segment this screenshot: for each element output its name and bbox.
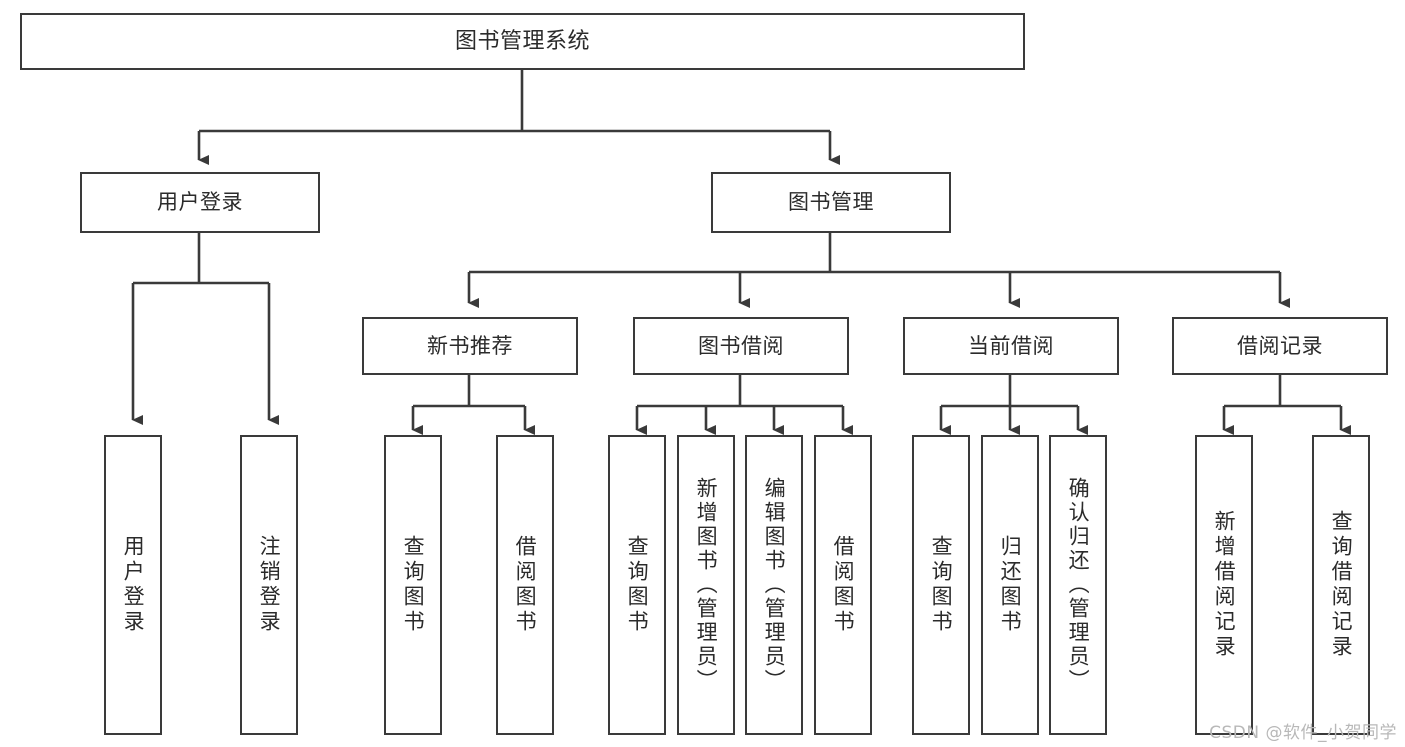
node-label: 借阅记录	[1237, 333, 1323, 358]
node-current-borrow[interactable]: 当前借阅	[903, 317, 1119, 375]
node-label: 图书借阅	[698, 333, 784, 358]
node-leaf-logout-login[interactable]: 注销登录	[240, 435, 298, 735]
node-book-management[interactable]: 图书管理	[711, 172, 951, 233]
node-new-book-recommend[interactable]: 新书推荐	[362, 317, 578, 375]
node-leaf-return-book[interactable]: 归还图书	[981, 435, 1039, 735]
node-borrow-record[interactable]: 借阅记录	[1172, 317, 1388, 375]
node-leaf-add-borrow-record[interactable]: 新增借阅记录	[1195, 435, 1253, 735]
node-label: 查询图书	[929, 535, 954, 635]
node-label: 图书管理系统	[454, 28, 590, 54]
node-label: 借阅图书	[513, 535, 538, 635]
node-leaf-query-borrow-record[interactable]: 查询借阅记录	[1312, 435, 1370, 735]
node-book-management-system[interactable]: 图书管理系统	[20, 13, 1025, 70]
node-label: 编辑图书（管理员）	[762, 477, 787, 693]
node-label: 借阅图书	[831, 535, 856, 635]
node-leaf-query-book-borrow[interactable]: 查询图书	[608, 435, 666, 735]
node-label: 查询借阅记录	[1329, 510, 1354, 660]
node-label: 查询图书	[625, 535, 650, 635]
node-label: 用户登录	[157, 190, 243, 215]
node-book-borrow[interactable]: 图书借阅	[633, 317, 849, 375]
node-leaf-query-book-recommend[interactable]: 查询图书	[384, 435, 442, 735]
node-leaf-query-book-current[interactable]: 查询图书	[912, 435, 970, 735]
node-label: 新增借阅记录	[1212, 510, 1237, 660]
node-label: 图书管理	[788, 190, 874, 215]
node-user-login[interactable]: 用户登录	[80, 172, 320, 233]
node-label: 当前借阅	[968, 333, 1054, 358]
node-leaf-borrow-book-recommend[interactable]: 借阅图书	[496, 435, 554, 735]
node-label: 查询图书	[401, 535, 426, 635]
node-leaf-edit-book-admin[interactable]: 编辑图书（管理员）	[745, 435, 803, 735]
node-leaf-add-book-admin[interactable]: 新增图书（管理员）	[677, 435, 735, 735]
node-label: 确认归还（管理员）	[1066, 477, 1091, 693]
node-leaf-borrow-book-borrow[interactable]: 借阅图书	[814, 435, 872, 735]
node-label: 注销登录	[257, 535, 282, 635]
node-label: 归还图书	[998, 535, 1023, 635]
node-leaf-user-login[interactable]: 用户登录	[104, 435, 162, 735]
node-label: 用户登录	[121, 535, 146, 635]
node-label: 新书推荐	[427, 333, 513, 358]
node-label: 新增图书（管理员）	[694, 477, 719, 693]
node-leaf-confirm-return-admin[interactable]: 确认归还（管理员）	[1049, 435, 1107, 735]
